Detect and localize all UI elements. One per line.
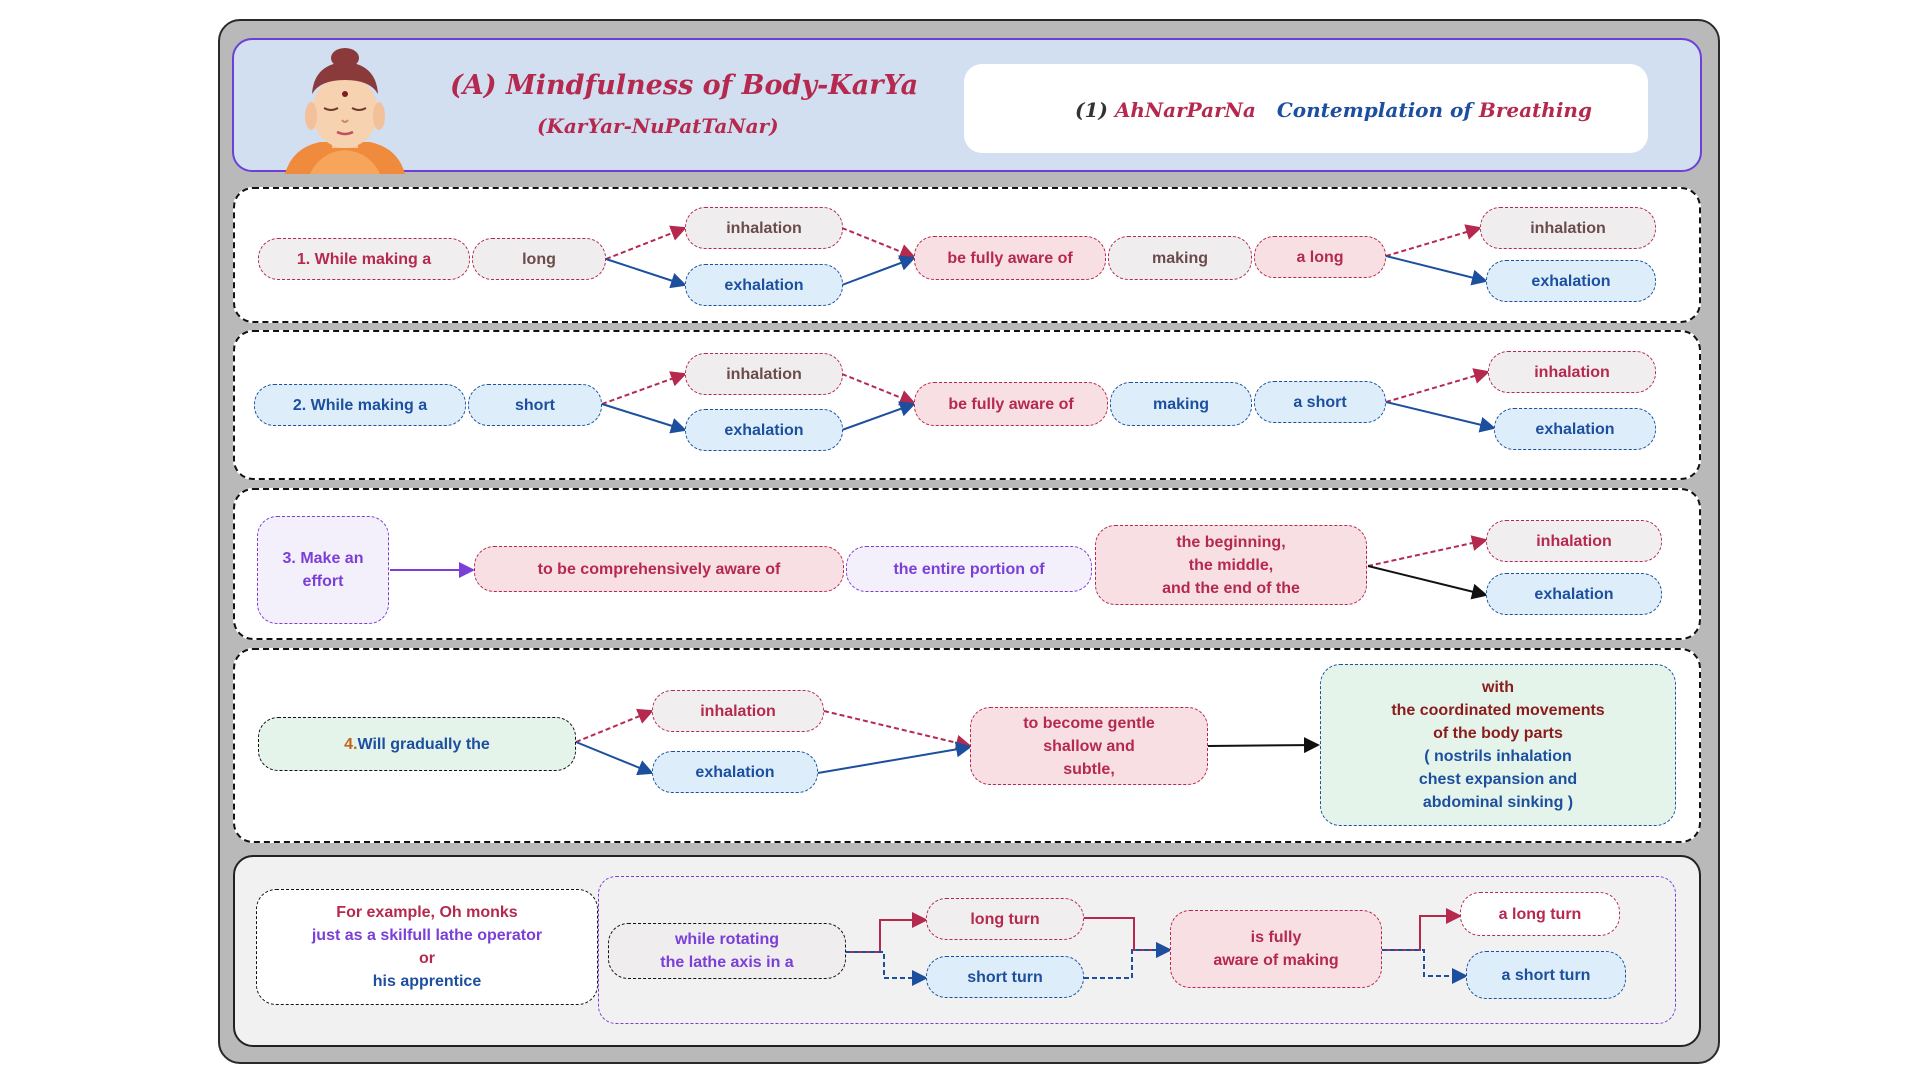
row4-exhalation-node: exhalation [652, 751, 818, 793]
row4-inhalation-node: inhalation [652, 690, 824, 732]
row5-longturn-node: long turn [926, 898, 1084, 940]
row2-exhalation2-node: exhalation [1494, 408, 1656, 450]
row2-short-node: short [468, 384, 602, 426]
example-line3: or [419, 950, 435, 967]
row4-start-text: Will gradually the [357, 735, 490, 753]
row3-inhalation-node: inhalation [1486, 520, 1662, 562]
row5-shortturn2-node: a short turn [1466, 951, 1626, 999]
row4-start-node: 4. Will gradually the [258, 717, 576, 771]
section-number: (1) [1075, 98, 1108, 122]
example-line4: his apprentice [372, 973, 482, 990]
row2-inhalation2-node: inhalation [1488, 351, 1656, 393]
row4-coordinated-node: with the coordinated movements of the bo… [1320, 664, 1676, 826]
row2-ashort-node: a short [1254, 381, 1386, 423]
row3-exhalation-node: exhalation [1486, 573, 1662, 615]
row1-exhalation-node: exhalation [685, 264, 843, 306]
section-pali: AhNarParNa [1114, 98, 1256, 122]
row2-start-node: 2. While making a [254, 384, 466, 426]
row5-longturn2-node: a long turn [1460, 892, 1620, 936]
row1-aware-node: be fully aware of [914, 236, 1106, 280]
row4-body-parts-text: ( nostrils inhalation chest expansion an… [1418, 748, 1578, 811]
row5-shortturn-node: short turn [926, 956, 1084, 998]
main-title: (A) Mindfulness of Body-KarYa [450, 70, 918, 101]
row3-portion-node: the entire portion of [846, 546, 1092, 592]
section-title-box [964, 64, 1648, 153]
title-subtitle: (KarYar-NuPatTaNar) [537, 114, 779, 138]
row1-along-node: a long [1254, 236, 1386, 278]
row1-inhalation-node: inhalation [685, 207, 843, 249]
section-breathing: Breathing [1478, 98, 1592, 122]
title-letter: (A) Mindfulness of Body- [450, 70, 829, 101]
row1-long-node: long [472, 238, 606, 280]
title-karya: KarYa [828, 70, 919, 101]
example-line2: just as a skilfull lathe operator [311, 927, 543, 944]
buddha-face-icon [285, 48, 405, 174]
row4-coordinated-text: with the coordinated movements of the bo… [1391, 679, 1605, 742]
row5-rotating-node: while rotating the lathe axis in a [608, 923, 846, 979]
row5-example-node: For example, Oh monks just as a skilfull… [256, 889, 598, 1005]
row3-aware-node: to be comprehensively aware of [474, 546, 844, 592]
row1-inhalation2-node: inhalation [1480, 207, 1656, 249]
row1-start-node: 1. While making a [258, 238, 470, 280]
row2-aware-node: be fully aware of [914, 382, 1108, 426]
section-title: (1) AhNarParNa Contemplation of Breathin… [1075, 98, 1592, 122]
section-english: Contemplation of [1276, 98, 1472, 122]
row2-exhalation-node: exhalation [685, 409, 843, 451]
row5-aware-node: is fully aware of making [1170, 910, 1382, 988]
row4-number: 4. [344, 735, 358, 753]
row1-making-node: making [1108, 236, 1252, 280]
row4-gentle-node: to become gentle shallow and subtle, [970, 707, 1208, 785]
row1-exhalation2-node: exhalation [1486, 260, 1656, 302]
lathe-example-group [598, 876, 1676, 1024]
example-line1: For example, Oh monks [336, 904, 518, 921]
row2-inhalation-node: inhalation [685, 353, 843, 395]
row2-making-node: making [1110, 382, 1252, 426]
row3-stages-node: the beginning, the middle, and the end o… [1095, 525, 1367, 605]
row3-start-node: 3. Make an effort [257, 516, 389, 624]
